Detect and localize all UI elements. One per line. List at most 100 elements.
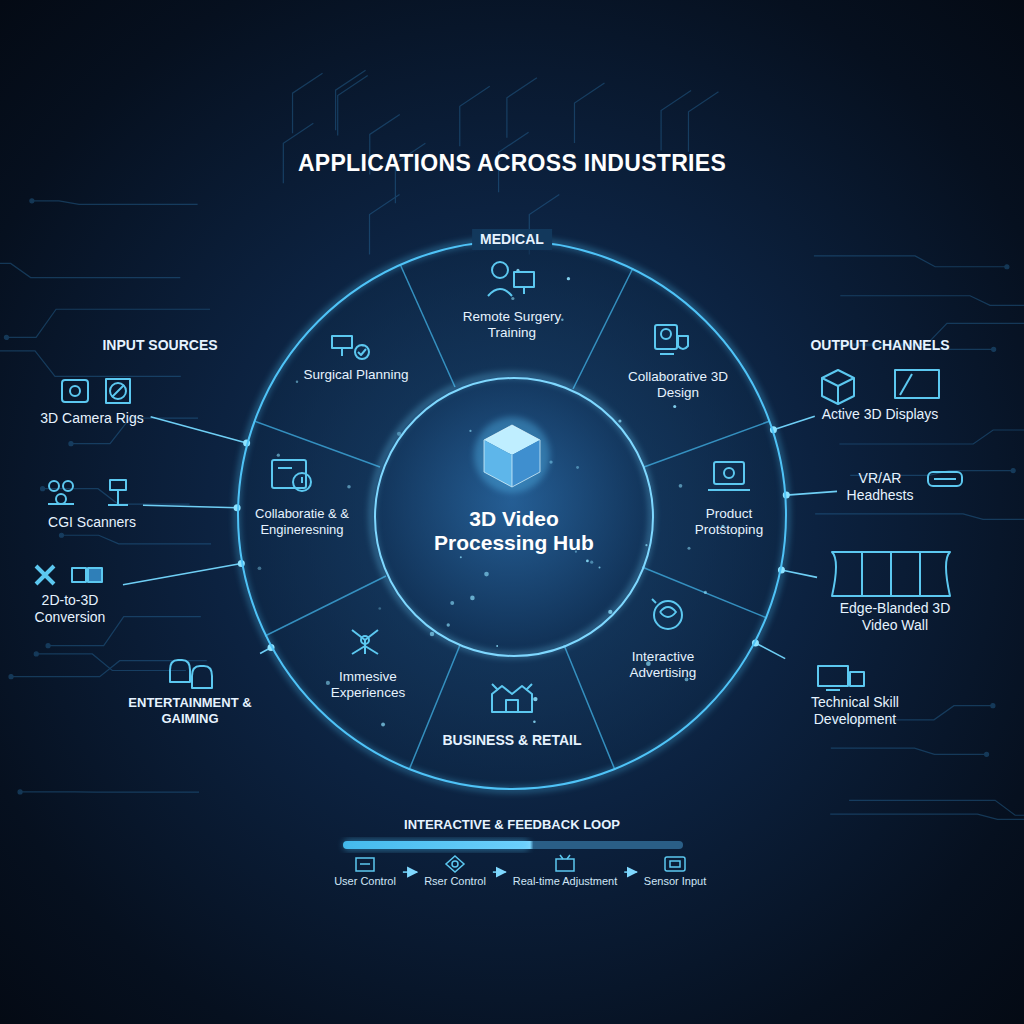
connector (493, 871, 506, 873)
feedback-node-text: Sensor Input (644, 875, 706, 888)
display-icon (822, 370, 939, 404)
trace-pad (34, 652, 38, 656)
sparkle (561, 319, 563, 321)
sparkle (381, 723, 385, 727)
circuit-trace (507, 78, 537, 138)
output-node-text: Technical Skill Development (789, 694, 921, 728)
feedback-node: User Control (330, 853, 400, 891)
surgery-icon (488, 262, 534, 296)
feedback-node-text: User Control (334, 875, 396, 888)
sparkle (447, 623, 450, 626)
wheel-glow (237, 240, 787, 790)
sparkle (397, 432, 401, 436)
circuit-trace (815, 514, 1024, 519)
segment-icons (272, 262, 750, 712)
circuit-trace (0, 351, 181, 376)
circuit-trace (293, 73, 323, 133)
output-icons (818, 370, 962, 690)
hub-title: 3D Video Processing Hub (429, 507, 599, 555)
advertising-icon (652, 599, 682, 629)
sparkle (511, 297, 514, 300)
retail-icon (492, 684, 532, 712)
adjust-icon (556, 855, 574, 871)
output-node-text: VR/AR Headhests (844, 470, 916, 504)
engineering-icon (272, 460, 311, 491)
sparkle (533, 720, 536, 723)
sparkle (484, 572, 489, 577)
input-icons (36, 379, 212, 688)
circuit-trace (43, 489, 190, 504)
connector-dot (238, 560, 245, 567)
trace-pad (46, 644, 50, 648)
trace-pad (18, 790, 22, 794)
sparkle (326, 681, 330, 685)
input-node-text: 3D Camera Rigs (40, 410, 143, 427)
headset-icon (928, 472, 962, 486)
sparkle (673, 405, 676, 408)
segment-label: Immesive Experiences (318, 669, 418, 701)
trace-pad (1011, 469, 1015, 473)
segment-label: Collaborative 3D Design (623, 369, 733, 401)
sparkle (460, 556, 462, 558)
sparkle (687, 547, 690, 550)
sparkle (470, 596, 475, 601)
conversion-icon (36, 566, 102, 584)
circuit-trace (11, 661, 207, 677)
feedback-bar-glow (343, 839, 530, 851)
segment-label: Interactive Advertising (608, 649, 718, 681)
planning-icon (332, 336, 369, 359)
sparkle (533, 697, 537, 701)
immersive-icon (352, 630, 378, 654)
sparkle (378, 607, 381, 610)
circuit-trace (688, 92, 718, 152)
connector-dot (752, 639, 759, 646)
sparkle (645, 544, 647, 546)
processing-hub: 3D Video Processing Hub (374, 377, 654, 657)
circuit-trace (32, 201, 198, 205)
input-node: ENTERTAINMENT & GAIMING (115, 655, 265, 729)
circuit-trace (839, 430, 1024, 444)
output-node: Active 3D Displays (818, 364, 943, 426)
circuit-trace (849, 800, 1024, 815)
connector-dot (770, 426, 777, 433)
circuit-trace (336, 70, 366, 130)
circuit-trace (338, 76, 368, 136)
input-node: 3D Camera Rigs (36, 372, 147, 430)
connector (786, 491, 837, 495)
input-node-text: CGI Scanners (48, 514, 136, 531)
sparkle (277, 454, 280, 457)
input-node-text: 2D-to-3D Conversion (24, 592, 116, 626)
connector (624, 871, 637, 873)
feedback-node: Real-time Adjustment (509, 853, 622, 891)
connector-dot (778, 567, 785, 574)
sparkle (347, 485, 351, 489)
cube-icon (474, 417, 550, 493)
sparkle (704, 591, 707, 594)
trace-pad (41, 487, 45, 491)
sparkle (430, 632, 434, 636)
sparkle (258, 566, 262, 570)
connector-dot (268, 644, 275, 651)
segment-heading: BUSINESS & RETAIL (443, 732, 582, 749)
circuit-trace (831, 748, 987, 754)
sparkle (567, 277, 570, 280)
feedback-node: Sensor Input (640, 853, 710, 891)
sparkles (258, 269, 725, 727)
trace-pad (59, 533, 63, 537)
circuit-trace (574, 83, 604, 143)
circuit-trace (840, 296, 1024, 306)
connector (781, 570, 817, 577)
feedback-icons (356, 855, 685, 872)
input-node: CGI Scanners (44, 474, 140, 534)
hub-glow (372, 375, 652, 655)
wheel-fill (237, 240, 787, 790)
prototype-icon (708, 462, 750, 490)
circuit-trace (6, 309, 210, 337)
sparkle (618, 419, 621, 422)
output-node: Edge-Blanded 3D Video Wall (820, 550, 970, 637)
trace-pad (30, 199, 34, 203)
segment-label: Collaboratie & & Engineresning (249, 506, 355, 537)
camera-rig-icon (62, 379, 130, 403)
connector (773, 416, 814, 429)
trace-pad (1005, 265, 1009, 269)
